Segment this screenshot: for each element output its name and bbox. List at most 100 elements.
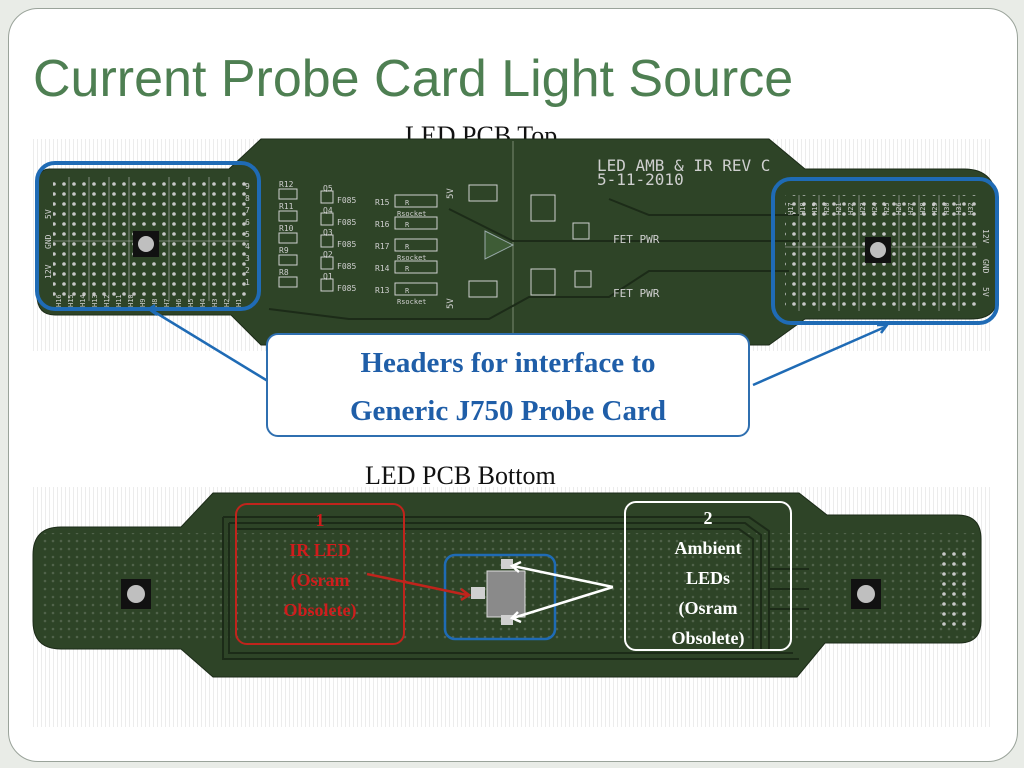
ir-note-number: 1 (315, 510, 325, 530)
callout-line-1: Headers for interface to (360, 347, 656, 379)
svg-text:H24: H24 (871, 202, 879, 215)
amb-note-line4: Obsolete) (671, 628, 745, 648)
five-v-label-1: 5V (446, 188, 456, 199)
ir-note-line2: (Osram (290, 570, 350, 590)
svg-text:H6: H6 (175, 299, 183, 307)
header-callout: Headers for interface to Generic J750 Pr… (266, 333, 750, 437)
svg-text:H5: H5 (187, 299, 195, 307)
svg-text:H25: H25 (883, 202, 891, 215)
callout-arrows (146, 303, 890, 387)
svg-text:H21: H21 (835, 202, 843, 215)
led-highlight (443, 553, 557, 641)
amb-note-number: 2 (703, 508, 713, 528)
fet-pwr-label-1: FET PWR (613, 233, 660, 246)
svg-text:5V: 5V (981, 287, 990, 297)
ambient-led-note: 2 Ambient LEDs (Osram Obsolete) (624, 501, 792, 651)
svg-text:1: 1 (245, 278, 250, 287)
svg-text:F085: F085 (337, 240, 356, 249)
amb-note-line2: LEDs (685, 568, 730, 588)
svg-text:9: 9 (245, 182, 250, 191)
fet-pwr-label-2: FET PWR (613, 287, 660, 300)
svg-text:R: R (405, 265, 410, 273)
top-components (278, 184, 592, 298)
svg-text:GND: GND (981, 259, 990, 274)
resistor-labels: R12 R11 R10 R9 R8 R15 R16 R17 R14 R13 (279, 180, 390, 295)
slide-title: Current Probe Card Light Source (33, 50, 794, 108)
right-header-pin-labels: H17 H18 H19 H20 H21 H22 H23 H24 H25 H26 … (787, 202, 975, 215)
ambient-arrows (509, 560, 614, 624)
svg-text:H11: H11 (115, 294, 123, 307)
svg-text:H8: H8 (151, 299, 159, 307)
five-v-label-2: 5V (446, 298, 456, 309)
ir-note-line3: Obsolete) (283, 600, 357, 620)
pcb-illustration: LED AMB & IR REV C 5-11-2010 FET PWR FET… (32, 138, 999, 678)
svg-text:GND: GND (44, 234, 53, 249)
svg-text:R11: R11 (279, 202, 294, 211)
svg-text:7: 7 (245, 206, 250, 215)
svg-text:R9: R9 (279, 246, 289, 255)
svg-text:F085: F085 (337, 196, 356, 205)
svg-text:F085: F085 (337, 262, 356, 271)
ir-led-note: 1 IR LED (Osram Obsolete) (235, 503, 405, 645)
svg-text:R10: R10 (279, 224, 294, 233)
ir-note-line1: IR LED (289, 540, 351, 560)
svg-text:12V: 12V (981, 229, 990, 244)
right-header-highlight (771, 177, 999, 325)
svg-text:R8: R8 (279, 268, 289, 277)
svg-text:H4: H4 (199, 299, 207, 307)
svg-text:H29: H29 (931, 202, 939, 215)
svg-text:4: 4 (245, 242, 250, 251)
callout-line-2: Generic J750 Probe Card (350, 395, 666, 427)
svg-text:H31: H31 (955, 202, 963, 215)
svg-text:R: R (405, 287, 410, 295)
svg-text:R15: R15 (375, 198, 390, 207)
svg-text:H3: H3 (211, 299, 219, 307)
amb-note-line1: Ambient (674, 538, 742, 558)
svg-text:H20: H20 (823, 202, 831, 215)
bottom-caption: LED PCB Bottom (365, 461, 556, 490)
svg-text:H22: H22 (847, 202, 855, 215)
socket-labels: R R R R R Rsocket Rsocket Rsocket (397, 199, 427, 306)
top-board-title: LED AMB & IR REV C (597, 156, 770, 175)
svg-text:R13: R13 (375, 286, 390, 295)
svg-text:R: R (405, 221, 410, 229)
svg-text:R12: R12 (279, 180, 294, 189)
svg-text:Rsocket: Rsocket (397, 254, 427, 262)
bottom-pads (937, 549, 971, 629)
svg-text:H18: H18 (799, 202, 807, 215)
svg-text:H27: H27 (907, 202, 915, 215)
svg-text:R17: R17 (375, 242, 390, 251)
amb-note-line3: (Osram (678, 598, 738, 618)
svg-text:R: R (405, 243, 410, 251)
svg-text:H32: H32 (967, 202, 975, 215)
svg-text:H28: H28 (919, 202, 927, 215)
svg-text:H23: H23 (859, 202, 867, 215)
svg-text:Q4: Q4 (323, 206, 333, 215)
top-board-date: 5-11-2010 (597, 170, 684, 189)
led-package (486, 570, 526, 618)
ir-arrow (366, 572, 472, 602)
svg-text:6: 6 (245, 218, 250, 227)
svg-text:H16: H16 (55, 294, 63, 307)
left-header-numbers: 9 8 7 6 5 4 3 2 1 (245, 182, 250, 287)
svg-text:H7: H7 (163, 299, 171, 307)
svg-text:H10: H10 (127, 294, 135, 307)
fet-labels: Q5 Q4 Q3 Q2 Q1 F085 F085 F085 F085 F085 (323, 184, 356, 293)
svg-text:H2: H2 (223, 299, 231, 307)
svg-text:Q5: Q5 (323, 184, 333, 193)
svg-text:Q3: Q3 (323, 228, 333, 237)
left-header-pin-labels: H16 H15 H14 H13 H12 H11 H10 H9 H8 H7 H6 … (55, 294, 243, 307)
svg-text:F085: F085 (337, 218, 356, 227)
left-power-labels: 12V GND 5V (44, 209, 53, 279)
svg-text:Q2: Q2 (323, 250, 333, 259)
svg-text:H13: H13 (91, 294, 99, 307)
svg-text:5V: 5V (44, 209, 53, 219)
svg-text:3: 3 (245, 254, 250, 263)
svg-text:H12: H12 (103, 294, 111, 307)
svg-text:5: 5 (245, 230, 250, 239)
slide: Current Probe Card Light Source LED PCB … (8, 8, 1018, 762)
svg-text:R16: R16 (375, 220, 390, 229)
svg-text:H15: H15 (67, 294, 75, 307)
svg-text:8: 8 (245, 194, 250, 203)
svg-text:H30: H30 (943, 202, 951, 215)
